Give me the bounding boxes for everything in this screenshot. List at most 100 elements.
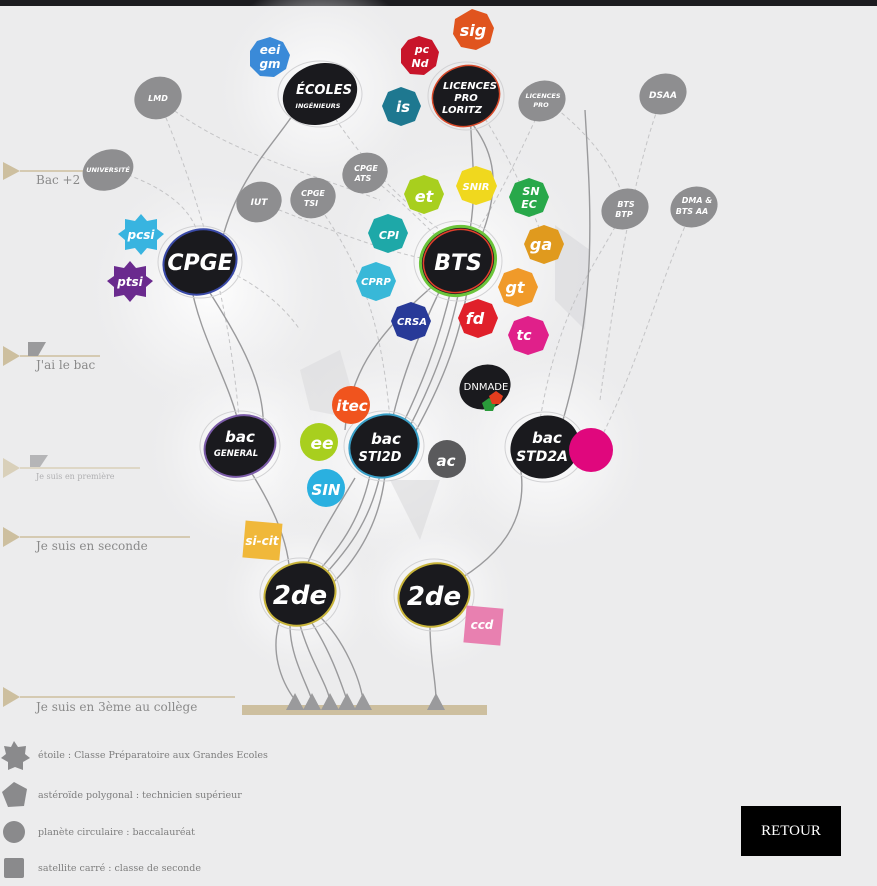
- node-bts-btp[interactable]: BTS BTP: [596, 182, 655, 236]
- star-icon: [1, 741, 30, 770]
- node-bac-sti2d[interactable]: bac STI2D: [341, 405, 428, 487]
- legend-row-pentagon: astéroïde polygonal : technicien supérie…: [0, 779, 242, 811]
- badge-et[interactable]: et: [404, 175, 444, 214]
- badge-is-label: is: [396, 98, 410, 116]
- grey-nodes: LMD UNIVERSITÉ LICENCES PRO DSAA IUT CPG…: [77, 67, 724, 236]
- badge-eei-gm[interactable]: eei gm: [250, 37, 290, 77]
- badge-cpi-label: CPI: [379, 229, 399, 242]
- badge-cprp-label: CPRP: [361, 277, 391, 288]
- node-bac-std2a[interactable]: bac STD2A: [502, 406, 589, 488]
- circle-icon: [3, 821, 25, 843]
- node-seconde-1[interactable]: 2de: [256, 553, 345, 636]
- node-dma-line1: DMA &: [682, 196, 713, 205]
- badge-snir[interactable]: SNIR: [456, 166, 497, 205]
- dnmade-red-satellite: [489, 391, 503, 404]
- node-ecoles-ingenieurs[interactable]: ÉCOLES INGÉNIEURS: [274, 53, 366, 135]
- badge-snec[interactable]: SN EC: [509, 178, 549, 217]
- node-ecoles-line2: INGÉNIEURS: [296, 101, 341, 110]
- badge-sin-label: SIN: [312, 481, 341, 499]
- node-seconde-1-label: 2de: [273, 581, 327, 611]
- badge-cpi[interactable]: CPI: [368, 214, 408, 253]
- badge-itec-label: itec: [336, 397, 367, 415]
- badge-ga-label: ga: [530, 235, 552, 254]
- node-licences-pro[interactable]: LICENCES PRO: [513, 74, 572, 128]
- node-universite[interactable]: UNIVERSITÉ: [77, 142, 140, 197]
- badge-pc-nd-line1: pc: [414, 43, 430, 56]
- badge-tc-label: tc: [517, 328, 533, 344]
- badge-snir-label: SNIR: [463, 182, 490, 193]
- node-dsaa-label: DSAA: [649, 91, 677, 101]
- node-iut[interactable]: IUT: [231, 175, 288, 228]
- badge-et-label: et: [415, 187, 435, 206]
- level-label-troisieme: Je suis en 3ème au collège: [36, 700, 198, 714]
- node-licences-line1: LICENCES: [443, 81, 497, 92]
- legend-row-circle: planète circulaire : baccalauréat: [0, 816, 195, 848]
- std2a-planet[interactable]: [569, 428, 613, 472]
- node-lmd[interactable]: LMD: [128, 70, 187, 126]
- badge-is[interactable]: is: [382, 87, 421, 126]
- ground-anchors: [286, 693, 445, 710]
- node-dma-bts-aa[interactable]: DMA & BTS AA: [665, 180, 724, 234]
- node-bts[interactable]: BTS: [411, 216, 506, 306]
- node-bts-label: BTS: [434, 251, 482, 276]
- legend-text-star: étoile : Classe Préparatoire aux Grandes…: [38, 749, 268, 761]
- top-bar: [0, 0, 877, 6]
- retour-button[interactable]: RETOUR: [741, 806, 841, 856]
- node-dsaa[interactable]: DSAA: [634, 67, 693, 121]
- badge-crsa-label: CRSA: [397, 317, 427, 328]
- badge-eei-gm-line1: eei: [260, 43, 281, 57]
- legend-row-square: satellite carré : classe de seconde: [0, 852, 201, 884]
- badge-sig[interactable]: sig: [453, 9, 494, 50]
- level-label-bac: J'ai le bac: [36, 358, 96, 372]
- level-label-premiere: Je suis en première: [36, 472, 115, 481]
- legend-text-square: satellite carré : classe de seconde: [38, 862, 201, 874]
- badge-fd[interactable]: fd: [458, 299, 498, 338]
- node-seconde-2[interactable]: 2de: [390, 554, 479, 637]
- node-dma-line2: BTS AA: [676, 207, 708, 216]
- badge-ee-label: ee: [310, 434, 333, 454]
- node-licences-pro-line2: PRO: [533, 101, 549, 109]
- node-licences-pro-loritz[interactable]: LICENCES PRO LORITZ: [424, 56, 508, 136]
- level-markers: [3, 162, 235, 707]
- badge-ccd[interactable]: ccd: [463, 605, 504, 646]
- node-cpge-tsi[interactable]: CPGE TSI: [285, 171, 342, 224]
- node-bac-sti2d-line2: STI2D: [359, 450, 402, 465]
- node-cpge-ats[interactable]: CPGE ATS: [337, 146, 394, 199]
- badge-ee[interactable]: ee: [300, 423, 338, 461]
- badge-itec[interactable]: itec: [332, 386, 370, 424]
- badge-ccd-label: ccd: [471, 618, 494, 632]
- node-bac-general-line2: GENERAL: [214, 449, 258, 459]
- badge-si-cit[interactable]: si-cit: [242, 520, 283, 561]
- badge-ga[interactable]: ga: [524, 225, 564, 264]
- node-cpge-tsi-line2: TSI: [304, 199, 318, 208]
- badge-cprp[interactable]: CPRP: [356, 262, 396, 301]
- badge-pc-nd[interactable]: pc Nd: [401, 36, 439, 75]
- node-licences-line3: LORITZ: [442, 105, 483, 116]
- node-licences-line2: PRO: [454, 93, 478, 104]
- node-cpge[interactable]: CPGE: [154, 219, 245, 304]
- badge-ptsi[interactable]: ptsi: [107, 261, 153, 302]
- node-dnmade[interactable]: DNMADE: [453, 357, 517, 416]
- badge-gt[interactable]: gt: [498, 268, 538, 307]
- badge-crsa[interactable]: CRSA: [391, 302, 431, 341]
- badge-pcsi[interactable]: pcsi: [118, 214, 164, 255]
- badge-fd-label: fd: [466, 309, 485, 328]
- square-icon: [4, 858, 24, 878]
- node-cpge-label: CPGE: [167, 251, 232, 276]
- badges: eei gm pc Nd sig is et SNIR SN EC: [107, 9, 564, 646]
- level-label-seconde: Je suis en seconde: [36, 539, 148, 553]
- node-bac-general[interactable]: bac GENERAL: [196, 405, 284, 486]
- node-dnmade-label: DNMADE: [464, 382, 509, 393]
- legend-text-pentagon: astéroïde polygonal : technicien supérie…: [38, 789, 242, 801]
- badge-snec-line2: EC: [521, 198, 537, 211]
- badge-sin[interactable]: SIN: [307, 469, 345, 507]
- badge-ac[interactable]: ac: [428, 440, 466, 478]
- badge-sig-label: sig: [460, 21, 486, 40]
- badge-eei-gm-line2: gm: [259, 57, 280, 71]
- node-bac-std2a-line2: STD2A: [516, 449, 568, 465]
- node-bts-btp-line2: BTP: [615, 210, 633, 219]
- node-ecoles-line1: ÉCOLES: [296, 82, 352, 98]
- badge-pcsi-label: pcsi: [127, 228, 156, 242]
- badge-tc[interactable]: tc: [508, 316, 549, 355]
